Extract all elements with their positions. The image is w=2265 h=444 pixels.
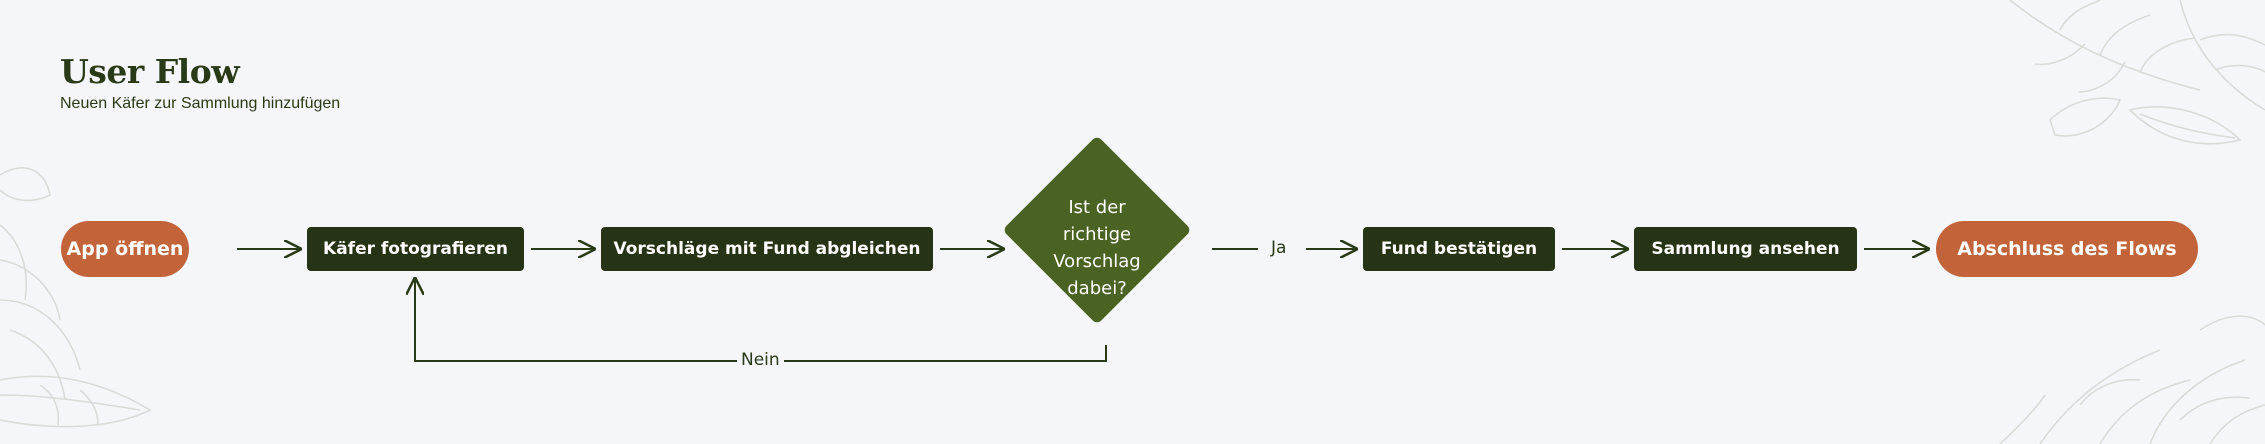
decision-node-label: Ist der richtige Vorschlag dabei? [1053, 197, 1141, 299]
arrow-no-loop-back [415, 279, 1107, 362]
page-subtitle: Neuen Käfer zur Sammlung hinzufügen [60, 95, 341, 112]
start-node[interactable]: App öffnen [61, 221, 189, 277]
start-node-label: App öffnen [66, 238, 184, 260]
step-view-collection[interactable]: Sammlung ansehen [1634, 227, 1857, 271]
step-compare-suggestions[interactable]: Vorschläge mit Fund abgleichen [601, 227, 933, 271]
end-node[interactable]: Abschluss des Flows [1936, 221, 2198, 277]
leaf-decoration-left [0, 167, 152, 428]
end-node-label: Abschluss des Flows [1957, 238, 2177, 260]
step-compare-suggestions-label: Vorschläge mit Fund abgleichen [613, 239, 921, 259]
leaf-decoration-top-right [2009, 0, 2265, 145]
step-confirm-find-label: Fund bestätigen [1380, 239, 1538, 259]
step-confirm-find[interactable]: Fund bestätigen [1363, 227, 1555, 271]
step-view-collection-label: Sammlung ansehen [1651, 239, 1840, 259]
page-title: User Flow [60, 52, 240, 91]
edge-label-yes: Ja [1267, 238, 1291, 258]
edge-label-no: Nein [737, 350, 784, 370]
leaf-decoration-bottom-right [1999, 315, 2265, 444]
step-photograph-beetle[interactable]: Käfer fotografieren [307, 227, 524, 271]
step-photograph-beetle-label: Käfer fotografieren [323, 239, 508, 259]
